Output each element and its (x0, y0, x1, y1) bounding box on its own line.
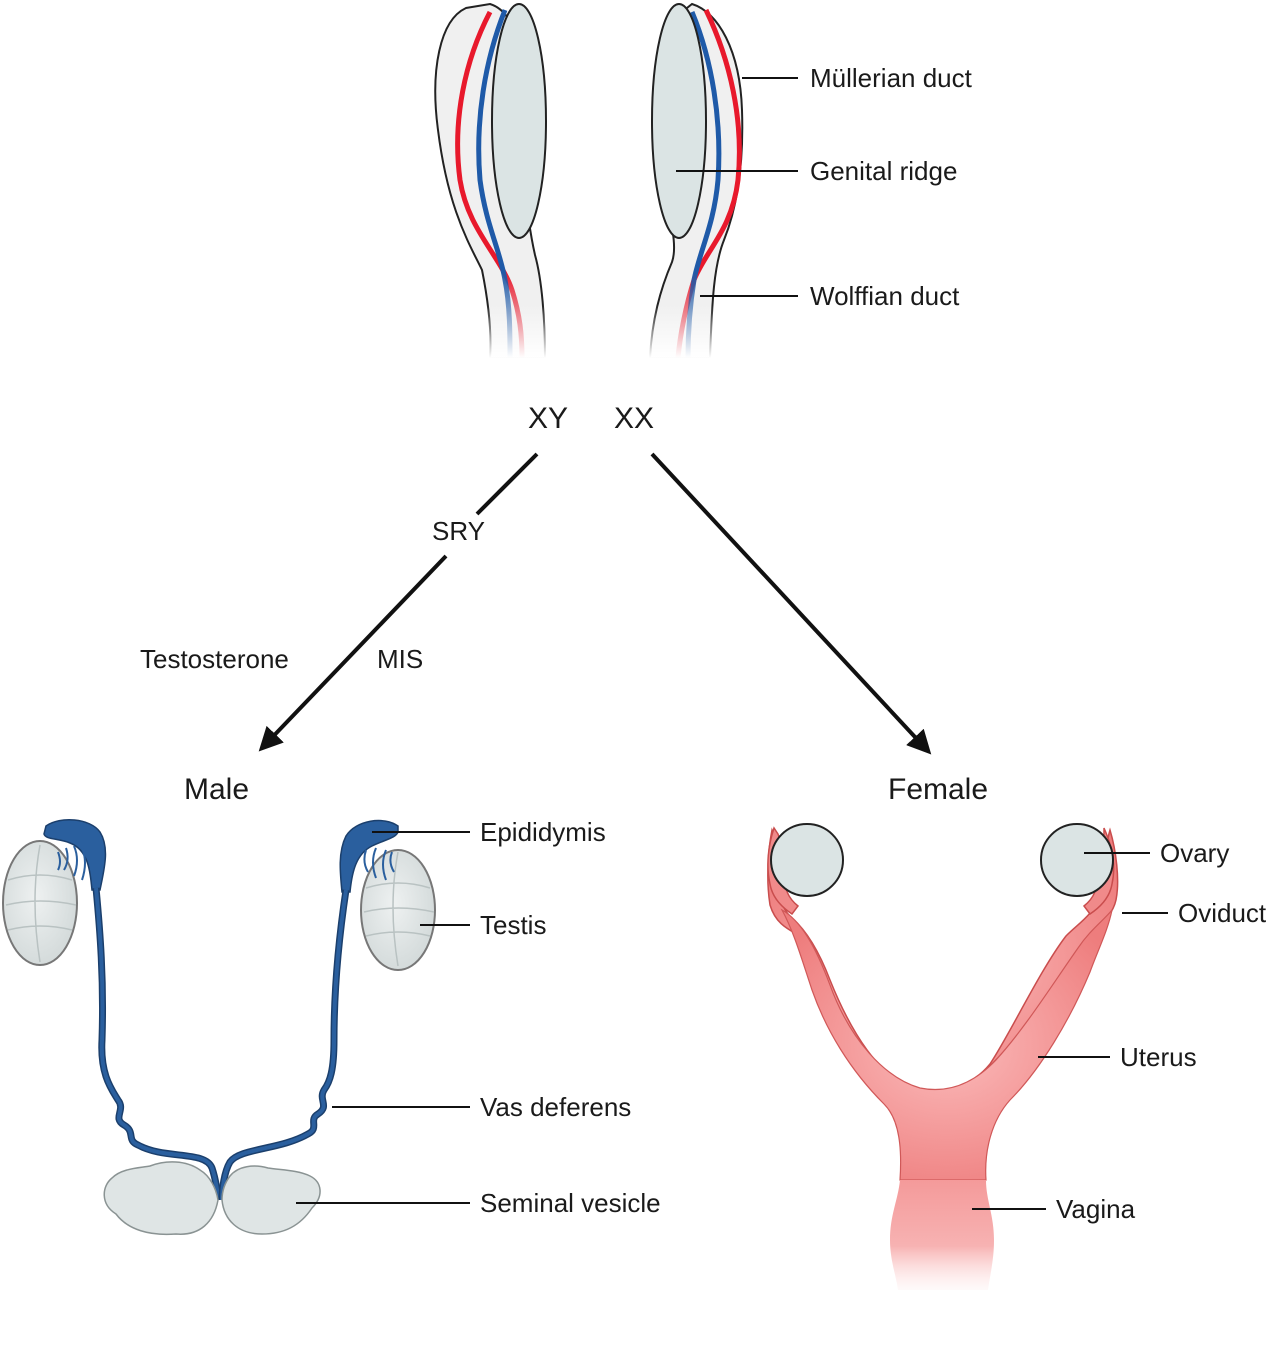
sry-label: SRY (432, 516, 485, 546)
wolffian-duct-label: Wolffian duct (810, 281, 960, 311)
genital-ridge-right (651, 3, 707, 239)
efferent-ducts-left (57, 845, 86, 881)
vas-deferens-right-core (220, 889, 348, 1201)
mullerian-duct-right (675, 8, 742, 359)
female-reproductive-tract (767, 823, 1119, 1290)
vagina-label: Vagina (1056, 1194, 1136, 1224)
vagina (890, 1180, 994, 1290)
vas-deferens-label: Vas deferens (480, 1092, 631, 1122)
seminal-vesicle-left (103, 1161, 219, 1236)
female-arrow (650, 452, 932, 755)
indifferent-gonad-right (648, 2, 744, 359)
genotype-xx: XX (614, 402, 654, 435)
oviduct-label: Oviduct (1178, 898, 1267, 928)
wolffian-duct-left (476, 9, 513, 359)
seminal-vesicle-right (221, 1165, 321, 1235)
genital-ridge-left (491, 3, 547, 239)
indifferent-gonad-left (434, 2, 547, 359)
mullerian-duct-left (455, 10, 525, 359)
uterus (780, 908, 1113, 1181)
ovary-left (770, 823, 844, 897)
male-reproductive-tract (2, 819, 436, 1236)
female-heading: Female (888, 773, 988, 806)
mis-label: MIS (377, 644, 423, 674)
ovary-label: Ovary (1160, 838, 1229, 868)
wolffian-duct-right (685, 11, 722, 359)
testosterone-label: Testosterone (140, 644, 289, 674)
male-heading: Male (184, 773, 249, 806)
ovary-right (1040, 823, 1114, 897)
efferent-ducts-right (363, 847, 395, 881)
testis-right (360, 849, 436, 971)
genotype-xy: XY (528, 402, 568, 435)
vas-deferens-left-core (94, 887, 220, 1201)
male-arrow-lower (258, 554, 448, 752)
epididymis-label: Epididymis (480, 817, 606, 847)
seminal-vesicle-label: Seminal vesicle (480, 1188, 661, 1218)
mullerian-duct-label: Müllerian duct (810, 63, 973, 93)
male-arrow-upper (475, 452, 539, 516)
uterus-label: Uterus (1120, 1042, 1197, 1072)
testis-left (2, 840, 78, 966)
testis-label: Testis (480, 910, 546, 940)
genital-ridge-label: Genital ridge (810, 156, 957, 186)
